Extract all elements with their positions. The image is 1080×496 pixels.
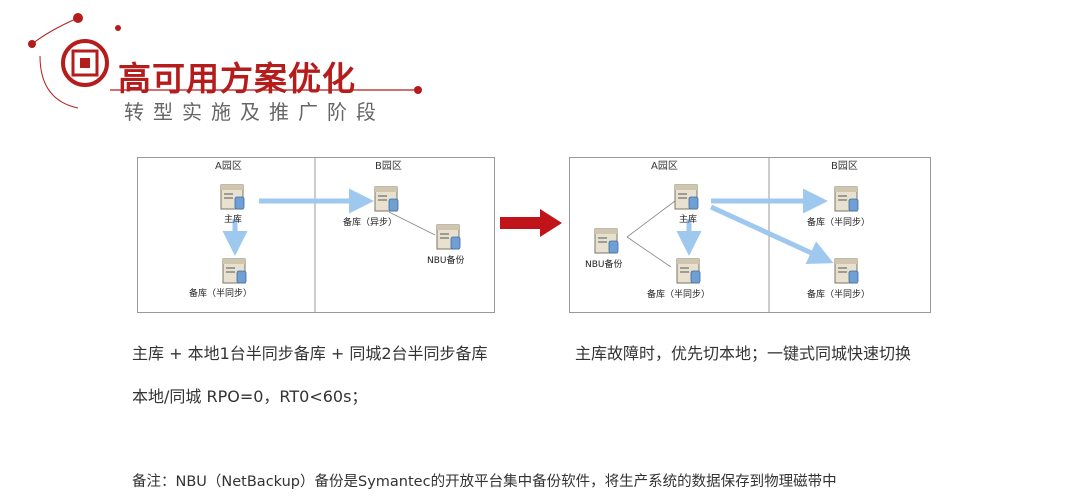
right-zone-b-label: B园区 bbox=[831, 160, 858, 172]
right-arrow-primary-to-remote2 bbox=[709, 204, 834, 265]
left-caption-line1: 主库 + 本地1台半同步备库 + 同城2台半同步备库 bbox=[132, 344, 488, 363]
left-zone-b-label: B园区 bbox=[375, 160, 402, 172]
right-zone-a-label: A园区 bbox=[651, 160, 678, 172]
right-primary-label: 主库 bbox=[679, 213, 697, 225]
right-nbu-server-icon bbox=[594, 228, 619, 254]
left-local-label: 备库（半同步） bbox=[189, 287, 252, 299]
left-async-server-icon bbox=[374, 186, 399, 212]
icbc-logo-icon bbox=[61, 39, 109, 87]
header-decoration bbox=[28, 13, 422, 109]
right-line-nbu-to-primary bbox=[626, 200, 676, 238]
right-remote2-server-icon bbox=[834, 258, 859, 284]
left-primary-label: 主库 bbox=[224, 213, 242, 225]
page-subtitle: 转型实施及推广阶段 bbox=[124, 100, 385, 124]
right-remote1-server-icon bbox=[834, 186, 859, 212]
left-zone-a-label: A园区 bbox=[215, 160, 242, 172]
slide-header: 高可用方案优化 转型实施及推广阶段 bbox=[0, 0, 1080, 140]
right-line-nbu-to-local bbox=[626, 236, 672, 268]
right-remote2-label: 备库（半同步） bbox=[807, 288, 870, 300]
right-nbu-label: NBU备份 bbox=[585, 258, 623, 270]
right-diagram-frame bbox=[569, 157, 931, 313]
decor-curve-lower bbox=[39, 55, 79, 109]
left-async-label: 备库（异步） bbox=[343, 216, 397, 228]
decor-dot-mid bbox=[115, 25, 121, 31]
left-caption-line2: 本地/同城 RPO=0，RT0<60s； bbox=[132, 387, 368, 406]
left-primary-server-icon bbox=[220, 184, 245, 210]
left-local-server-icon bbox=[222, 258, 247, 284]
right-local-label: 备库（半同步） bbox=[647, 288, 710, 300]
decor-curve bbox=[31, 17, 79, 45]
right-primary-server-icon bbox=[674, 184, 699, 210]
right-remote1-label: 备库（半同步） bbox=[807, 216, 870, 228]
left-line-async-to-nbu bbox=[388, 211, 436, 236]
decor-dot-right bbox=[414, 86, 422, 94]
left-nbu-server-icon bbox=[436, 224, 461, 250]
right-diagram: A园区 B园区 主库 NBU备份 备库（半同步） 备库（半同步） 备库（半同步） bbox=[569, 157, 931, 313]
transition-arrow-icon bbox=[500, 209, 562, 237]
right-caption-line1: 主库故障时，优先切本地；一键式同城快速切换 bbox=[575, 344, 912, 363]
page-title: 高可用方案优化 bbox=[118, 59, 356, 98]
left-nbu-label: NBU备份 bbox=[427, 254, 465, 266]
left-diagram: A园区 B园区 主库 备库（异步） NBU备份 备库（半同步） bbox=[137, 157, 495, 313]
right-local-server-icon bbox=[676, 258, 701, 284]
footnote: 备注：NBU（NetBackup）备份是Symantec的开放平台集中备份软件，… bbox=[132, 474, 837, 490]
